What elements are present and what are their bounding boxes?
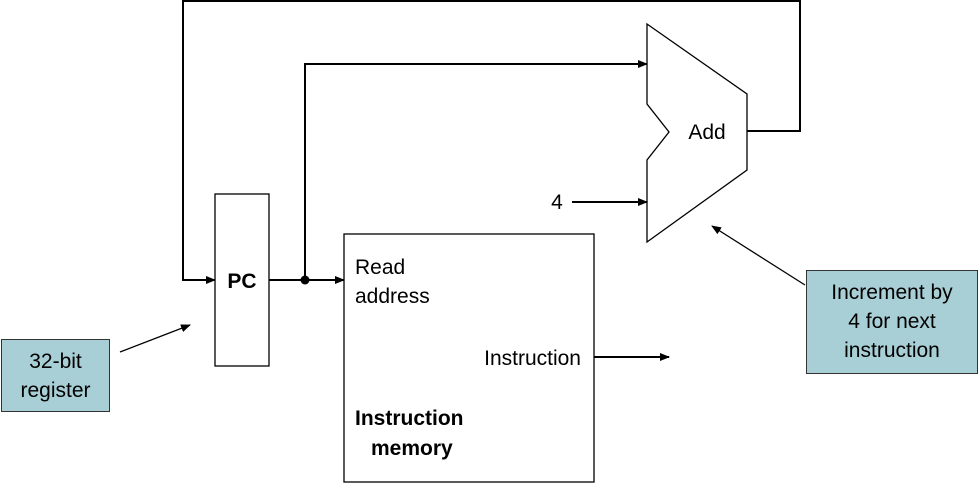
register-note-line1: 32-bit — [29, 350, 82, 373]
instruction-memory-title-line1: Instruction — [355, 407, 464, 430]
register-note: 32-bit register — [1, 339, 110, 412]
junction-dot — [300, 275, 310, 285]
register-note-line2: register — [20, 379, 91, 402]
increment-note-line3: instruction — [844, 339, 940, 362]
instruction-memory-box — [343, 233, 595, 483]
increment-note: Increment by 4 for next instruction — [806, 270, 978, 374]
pc-label: PC — [227, 270, 256, 293]
constant-four-label: 4 — [551, 191, 563, 214]
register-note-pointer — [119, 324, 191, 353]
instruction-port-label: Instruction — [484, 347, 581, 370]
increment-note-line1: Increment by — [831, 281, 953, 304]
read-address-label-line2: address — [355, 285, 430, 308]
instruction-memory-title-line2: memory — [371, 437, 453, 460]
read-address-label-line1: Read — [355, 256, 405, 279]
pc-to-adder-wire — [304, 60, 648, 280]
pc-register-box — [214, 193, 270, 367]
adder-label: Add — [688, 121, 725, 144]
increment-note-pointer — [711, 225, 806, 286]
feedback-wire — [182, 0, 801, 284]
increment-note-line2: 4 for next — [848, 310, 936, 333]
